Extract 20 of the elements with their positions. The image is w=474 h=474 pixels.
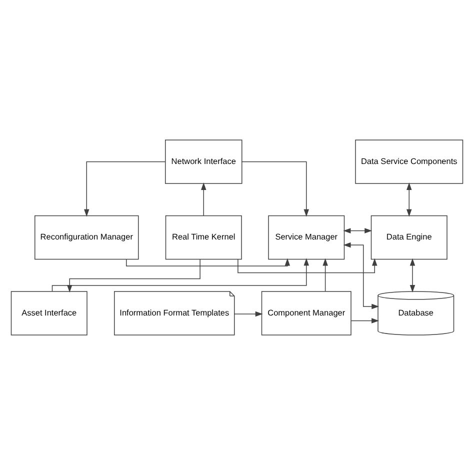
arrow	[126, 258, 290, 266]
node-box: Asset Interface	[10, 290, 88, 335]
node-box: Service Manager	[268, 214, 345, 260]
arrow	[201, 182, 206, 216]
arrow	[234, 310, 263, 316]
node-box: Data Service Components	[355, 139, 464, 184]
arrow	[343, 228, 372, 233]
node-box: Component Manager	[261, 290, 352, 335]
arrow	[410, 258, 416, 292]
arrow	[238, 258, 378, 273]
node-box: Network Interface	[165, 139, 242, 184]
arrow	[350, 318, 380, 323]
arrow	[84, 160, 166, 216]
arrow	[343, 242, 380, 309]
node-box: Reconfiguration Manager	[34, 214, 139, 260]
arrow	[322, 258, 328, 292]
node-box: Data Engine	[370, 214, 448, 260]
arrow	[406, 182, 412, 216]
node-box: Real Time Kernel	[165, 214, 242, 260]
arrow	[242, 160, 309, 216]
